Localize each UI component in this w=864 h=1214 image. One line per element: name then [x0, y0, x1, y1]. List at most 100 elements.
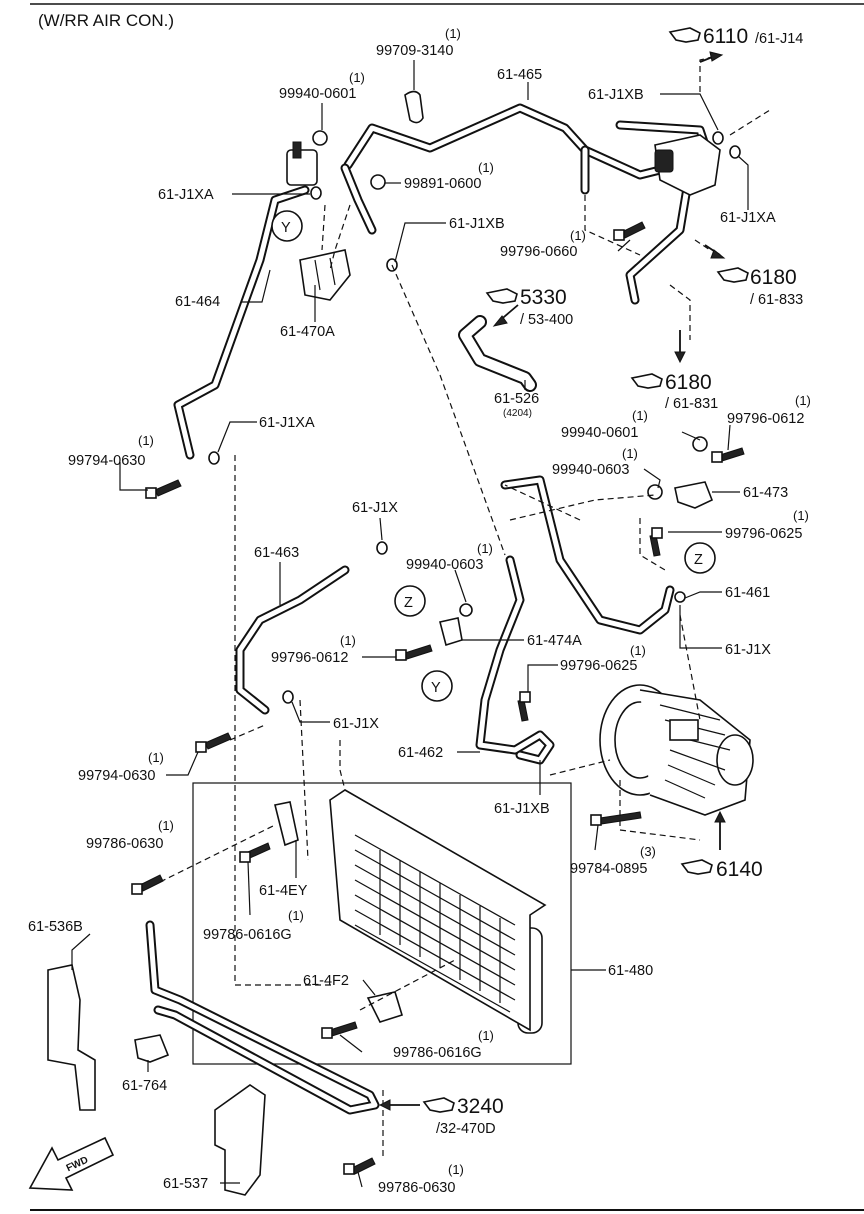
svg-text:(1): (1): [158, 818, 174, 833]
clip-61-4EY[interactable]: [274, 801, 299, 847]
o-ring[interactable]: [282, 690, 294, 704]
bolt-99796-0660[interactable]: [613, 221, 646, 241]
label-61-J1XB-b: 61-J1XB: [449, 216, 505, 232]
svg-text:99891-0600: 99891-0600: [404, 176, 481, 192]
label-61-4EY: 61-4EY: [259, 883, 308, 899]
bracket-61-474A[interactable]: [439, 617, 463, 647]
label-61-526: 61-526 (4204): [494, 391, 539, 419]
marker-y-2: Y: [421, 670, 453, 702]
svg-text:(1): (1): [632, 408, 648, 423]
callout-6180-a[interactable]: 6180 / 61-833: [716, 266, 803, 308]
bolt-99796-0612a[interactable]: [711, 447, 745, 463]
label-99709-3140: (1) 99709-3140: [376, 26, 461, 59]
sensor-switch[interactable]: [286, 141, 318, 186]
pipe-61-465[interactable]: [340, 103, 715, 305]
callout-3240[interactable]: 3240 /32-470D: [422, 1095, 504, 1137]
bolt-99786-0630b[interactable]: [343, 1157, 376, 1175]
expansion-valve[interactable]: [654, 134, 721, 196]
diagram-title: (W/RR AIR CON.): [38, 11, 174, 30]
label-99786-0616G-b: (1) 99786-0616G: [393, 1028, 494, 1061]
marker-z-2: Z: [684, 542, 716, 574]
o-ring[interactable]: [712, 131, 724, 145]
svg-text:Z: Z: [694, 552, 703, 568]
label-61-J1XB-a: 61-J1XB: [588, 87, 644, 103]
svg-text:99796-0612: 99796-0612: [271, 650, 348, 666]
svg-text:99794-0630: 99794-0630: [68, 453, 145, 469]
bracket-61-473[interactable]: [674, 481, 714, 509]
nut-99940-0603a[interactable]: [647, 484, 663, 500]
clip-61-764[interactable]: [134, 1034, 170, 1063]
svg-text:(1): (1): [795, 393, 811, 408]
label-61-462: 61-462: [398, 745, 443, 761]
svg-text:/ 61-833: / 61-833: [750, 292, 803, 308]
bolt-99796-0612b[interactable]: [395, 644, 433, 661]
arrows: [378, 51, 726, 1111]
svg-text:(3): (3): [640, 844, 656, 859]
label-99794-0630-a: (1) 99794-0630: [68, 433, 154, 469]
label-61-474A: 61-474A: [527, 633, 582, 649]
compressor[interactable]: [599, 684, 754, 816]
nut-99940-0603b[interactable]: [459, 603, 473, 617]
svg-text:99796-0625: 99796-0625: [725, 526, 802, 542]
svg-text:Y: Y: [281, 220, 291, 236]
fwd-arrow: FWD: [28, 1136, 115, 1191]
bolt-99784-0895[interactable]: [590, 811, 642, 826]
svg-text:(1): (1): [630, 643, 646, 658]
condenser-61-480[interactable]: [192, 782, 572, 1065]
svg-text:(1): (1): [349, 70, 365, 85]
label-61-465: 61-465: [497, 67, 542, 83]
svg-text:99786-0630: 99786-0630: [86, 836, 163, 852]
svg-text:99786-0616G: 99786-0616G: [393, 1045, 482, 1061]
bolt-99796-0625b[interactable]: [517, 691, 531, 722]
label-61-J1XB-c: 61-J1XB: [494, 801, 550, 817]
nut-99940-0601a[interactable]: [312, 130, 328, 146]
callout-6140[interactable]: 6140: [680, 858, 763, 881]
bolt-99786-0616G-b[interactable]: [321, 1021, 358, 1039]
svg-text:(1): (1): [288, 908, 304, 923]
duct-61-536B[interactable]: [47, 964, 96, 1111]
label-61-536B: 61-536B: [28, 919, 83, 935]
bracket-61-4F2[interactable]: [366, 991, 403, 1023]
o-ring[interactable]: [208, 451, 220, 465]
callout-5330[interactable]: 5330 / 53-400: [485, 286, 573, 328]
label-61-J1X-c: 61-J1X: [333, 716, 379, 732]
nut-99891-0600[interactable]: [370, 174, 386, 190]
svg-text:/ 61-831: / 61-831: [665, 396, 718, 412]
svg-text:99796-0612: 99796-0612: [727, 411, 804, 427]
label-99940-0601-a: (1) 99940-0601: [279, 70, 365, 102]
svg-text:(1): (1): [478, 1028, 494, 1043]
svg-text:99786-0616G: 99786-0616G: [203, 927, 292, 943]
bolt-99786-0616G-a[interactable]: [239, 842, 271, 863]
svg-text:99940-0603: 99940-0603: [406, 557, 483, 573]
label-99796-0612-b: (1) 99796-0612: [271, 633, 356, 666]
hose-61-526[interactable]: [458, 315, 537, 392]
o-ring[interactable]: [310, 186, 322, 200]
o-ring[interactable]: [674, 591, 686, 603]
callout-6110[interactable]: 6110 /61-J14: [668, 25, 803, 48]
label-61-J1X-a: 61-J1X: [352, 500, 398, 516]
bracket-61-470A[interactable]: [299, 249, 351, 301]
pipe-61-461[interactable]: [500, 475, 675, 635]
duct-61-537[interactable]: [214, 1084, 266, 1196]
bolt-99796-0625a[interactable]: [649, 527, 663, 557]
leaders: [71, 60, 749, 1188]
svg-text:(1): (1): [570, 228, 586, 243]
bolt-99794-0630a[interactable]: [145, 479, 182, 499]
pipe-lower-assembly[interactable]: [145, 920, 380, 1115]
label-99784-0895: (3) 99784-0895: [570, 844, 656, 877]
label-61-J1XA-c: 61-J1XA: [259, 415, 315, 431]
callout-6180-b[interactable]: 6180 / 61-831: [630, 371, 718, 412]
svg-text:61-526: 61-526: [494, 391, 539, 407]
pipe-61-463[interactable]: [235, 565, 350, 715]
o-ring[interactable]: [376, 541, 388, 555]
o-ring[interactable]: [729, 145, 741, 159]
pipe-61-462[interactable]: [475, 555, 555, 765]
gasket-99709-3140[interactable]: [404, 90, 424, 124]
label-99796-0625-b: (1) 99796-0625: [560, 643, 646, 674]
bolt-99794-0630b[interactable]: [195, 732, 232, 753]
label-99786-0630-a: (1) 99786-0630: [86, 818, 174, 852]
marker-y-1: Y: [271, 210, 303, 242]
pipe-61-464[interactable]: [173, 185, 310, 460]
nut-99940-0601b[interactable]: [692, 436, 708, 452]
bolt-99786-0630a[interactable]: [131, 874, 164, 895]
